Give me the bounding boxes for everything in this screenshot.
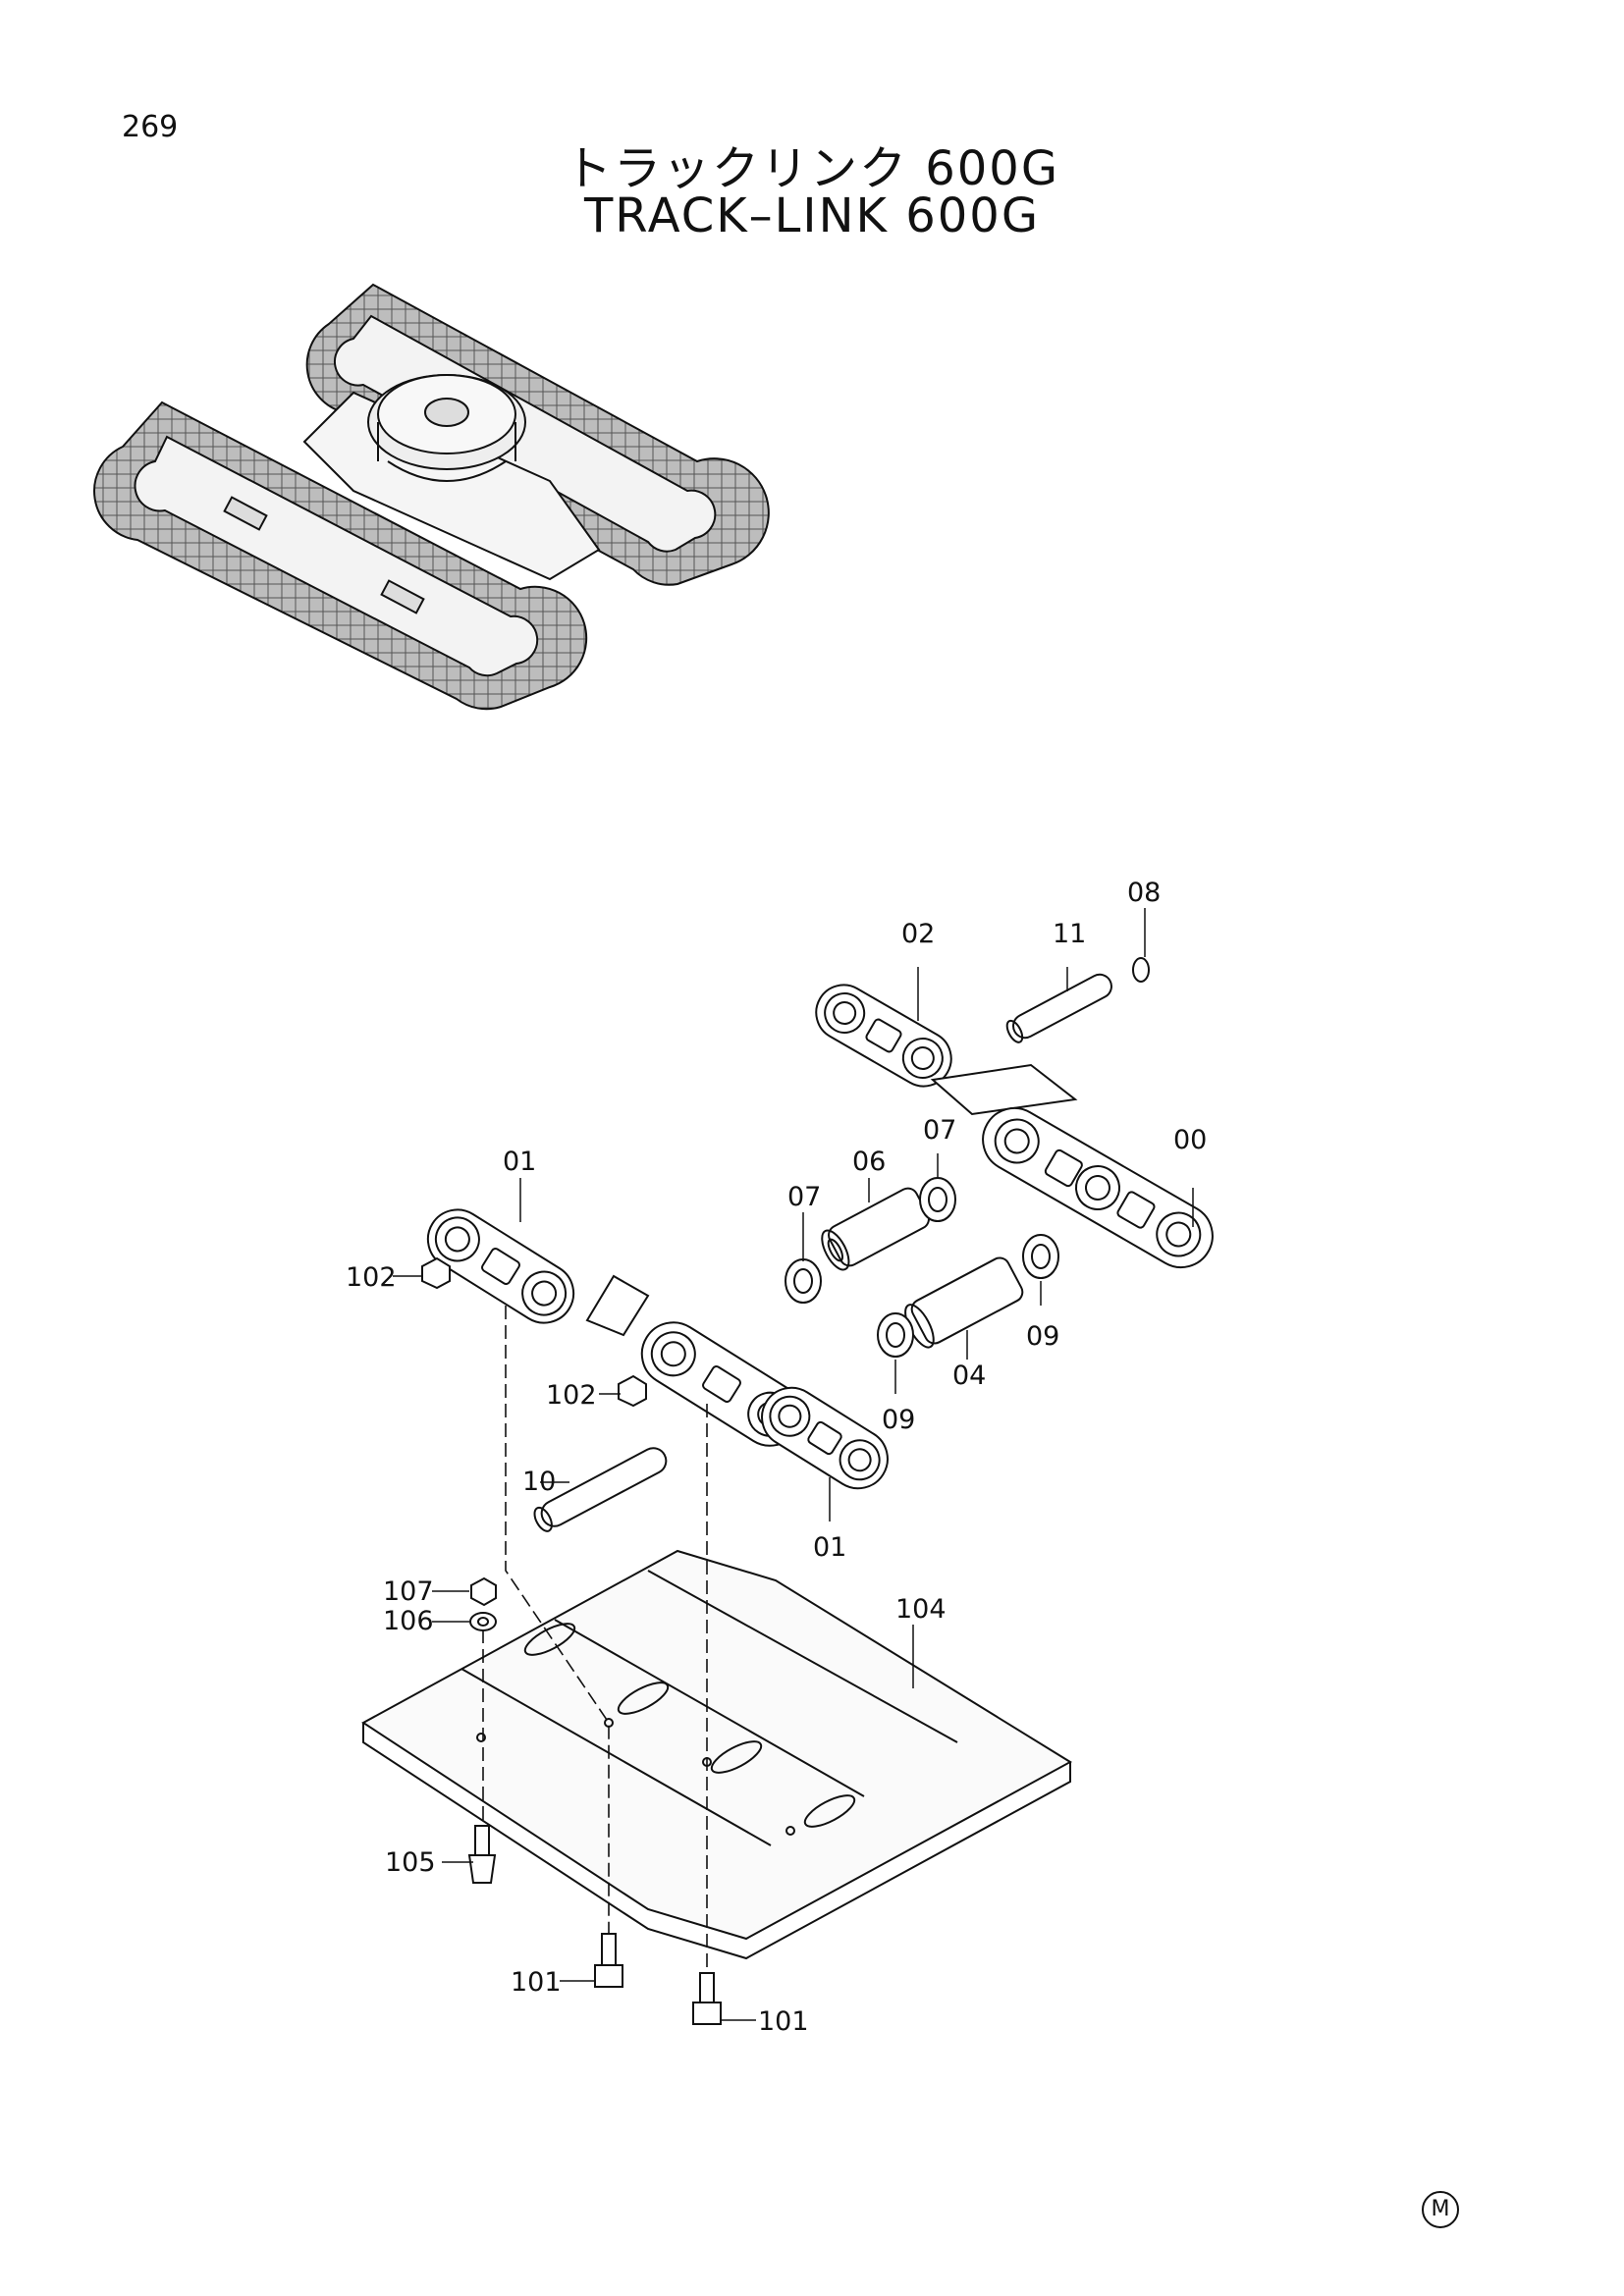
- seal-07-left: [785, 1258, 822, 1304]
- washer-106: [469, 1612, 497, 1631]
- pin-11: [1005, 973, 1112, 1043]
- bolt-101-b: [692, 1972, 722, 2025]
- link-00: [982, 1107, 1214, 1268]
- link-02: [815, 984, 952, 1088]
- callout-02: 02: [901, 919, 935, 949]
- link-01-left: [426, 1208, 575, 1324]
- callout-11: 11: [1053, 919, 1086, 949]
- callout-09-left: 09: [882, 1405, 915, 1435]
- seal-plate-upper: [930, 1063, 1078, 1116]
- bushing-06: [821, 1187, 930, 1271]
- front-track-assembly: [93, 400, 588, 711]
- seal-07-right: [919, 1177, 956, 1222]
- bolt-105: [467, 1825, 497, 1884]
- callout-07-right: 07: [923, 1115, 956, 1146]
- callout-101-right: 101: [758, 2006, 809, 2037]
- callout-106: 106: [383, 1606, 434, 1636]
- link-01-right: [761, 1386, 889, 1490]
- callout-01-top: 01: [503, 1147, 536, 1177]
- page-number: 269: [122, 110, 179, 144]
- callout-06: 06: [852, 1147, 886, 1177]
- nut-107: [470, 1576, 497, 1607]
- callout-09-right: 09: [1026, 1321, 1059, 1352]
- callout-07-left: 07: [787, 1182, 821, 1212]
- exploded-track-link-view: [361, 908, 1214, 2025]
- callout-10: 10: [522, 1467, 556, 1497]
- track-shoe-104: [361, 1549, 1072, 1960]
- seal-plate-lower: [585, 1274, 650, 1337]
- callout-107: 107: [383, 1576, 434, 1607]
- alignment-lines: [482, 1306, 708, 1973]
- callout-102-upper: 102: [346, 1262, 397, 1293]
- callout-01-bottom: 01: [813, 1532, 846, 1563]
- callout-102-lower: 102: [546, 1380, 597, 1411]
- seal-09-left: [877, 1312, 914, 1358]
- pin-10: [533, 1447, 668, 1532]
- seal-09-right: [1022, 1234, 1059, 1279]
- leader-lines: [393, 908, 1194, 2021]
- title-japanese: トラックリンク 600G: [564, 141, 1060, 196]
- title-english: TRACK–LINK 600G: [583, 188, 1041, 243]
- callout-105: 105: [385, 1847, 436, 1878]
- bolt-101-a: [594, 1933, 623, 1988]
- callout-104: 104: [895, 1594, 947, 1625]
- rear-track-assembly: [305, 283, 770, 586]
- nut-102-a: [421, 1256, 451, 1290]
- undercarriage-illustration: [93, 283, 770, 711]
- bushing-04: [904, 1256, 1024, 1349]
- callout-labels: 08 02 11 00 01 07 06 07 102 09 04 09 102…: [346, 878, 1207, 2037]
- callout-04: 04: [952, 1361, 986, 1391]
- callout-00: 00: [1173, 1125, 1207, 1155]
- callout-08: 08: [1127, 878, 1161, 908]
- center-frame: [302, 374, 601, 581]
- nut-102-b: [618, 1374, 647, 1408]
- callout-101-left: 101: [511, 1967, 562, 1998]
- snap-ring-08: [1132, 957, 1150, 983]
- m-mark: M: [1422, 2191, 1459, 2228]
